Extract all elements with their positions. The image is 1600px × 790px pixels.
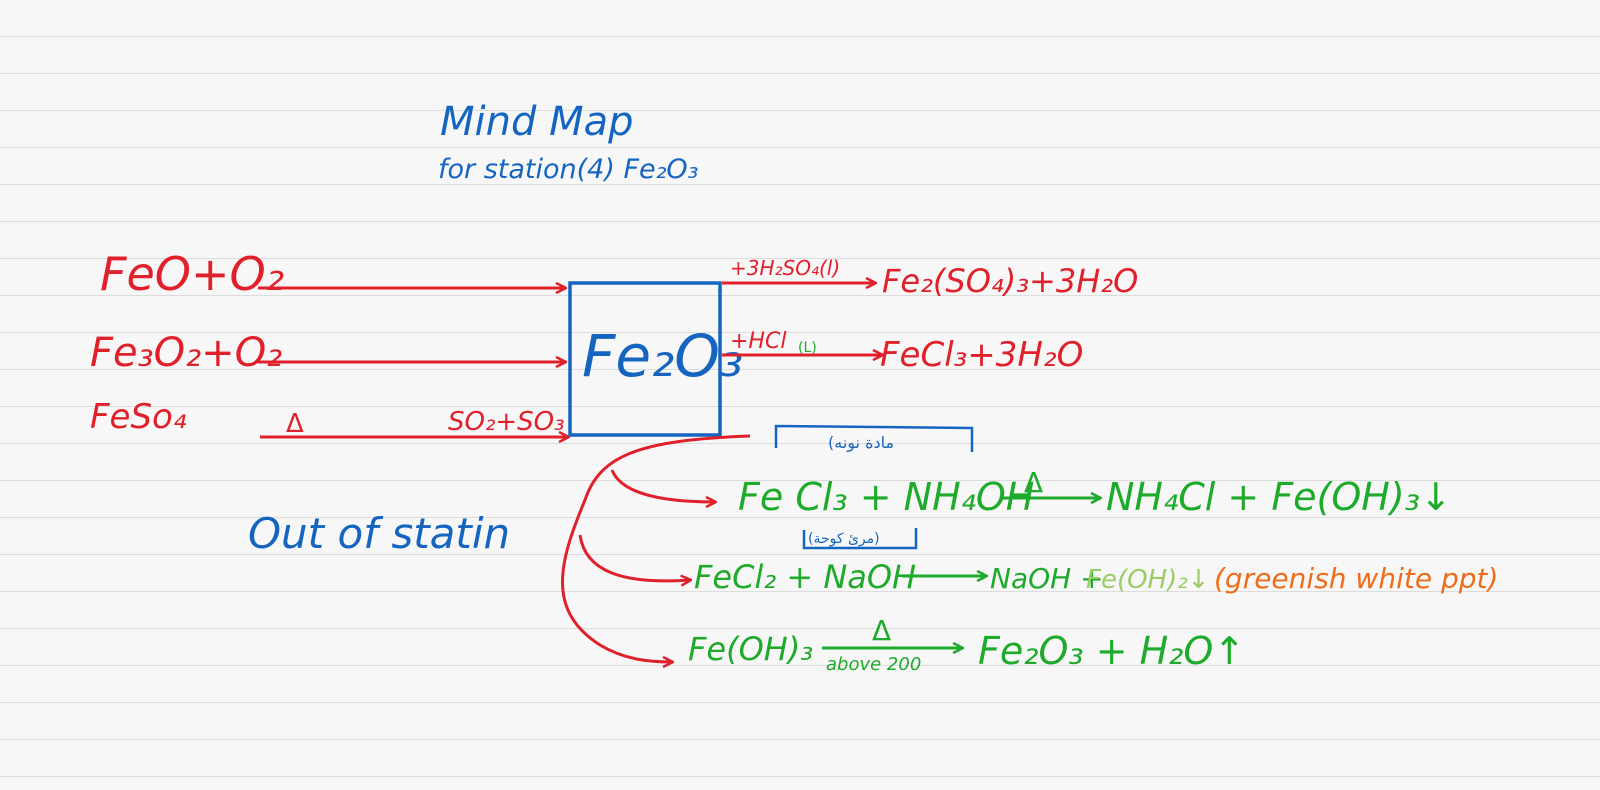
delta-condition: Δ: [286, 409, 304, 439]
reaction-3-condition: Δ: [872, 614, 891, 647]
branch-curve-main: [561, 434, 751, 662]
note-2: (مرئ كوحة): [808, 531, 880, 547]
note-1: (مادة نونه: [828, 433, 894, 453]
reaction-2-products: NaOH +: [990, 562, 1104, 595]
reaction-3-reactants: Fe(OH)₃: [688, 630, 813, 668]
reaction-1-reactants: Fe Cl₃ + NH₄OH: [738, 475, 1034, 519]
note-bracket-1: [774, 424, 974, 452]
reaction-2-note: (greenish white ppt): [1214, 562, 1498, 595]
so2-so3-label: SO₂+SO₃: [448, 407, 565, 437]
output-2-product: FeCl₃+3H₂O: [880, 335, 1083, 375]
title-line2: for station(4) Fe₂O₃: [438, 154, 699, 185]
reaction-3-condition-below: above 200: [826, 654, 921, 675]
output-2-state: (L): [798, 340, 817, 356]
title-line1: Mind Map: [440, 99, 634, 145]
reaction-1-condition: Δ: [1024, 466, 1043, 499]
branch-curve-2: [578, 534, 690, 581]
output-2-reagent: +HCl: [730, 329, 786, 354]
output-1-product: Fe₂(SO₄)₃+3H₂O: [882, 262, 1138, 300]
center-box: [568, 281, 722, 437]
input-feo-o2: FeO+O₂: [100, 247, 284, 301]
output-1-reagent: +3H₂SO₄(l): [730, 256, 840, 280]
reaction-2-extra: Fe(OH)₂↓: [1086, 565, 1209, 595]
input-fe3o2-o2: Fe₃O₂+O₂: [90, 330, 282, 376]
reaction-2-reactants: FeCl₂ + NaOH: [694, 558, 916, 596]
center-box-label: Fe₂O₃: [582, 322, 743, 390]
reaction-1-products: NH₄Cl + Fe(OH)₃↓: [1106, 475, 1452, 519]
input-feso4: FeSo₄: [90, 397, 187, 437]
out-of-station-label: Out of statin: [248, 509, 510, 558]
note-bracket-2: [802, 528, 918, 550]
reaction-3-products: Fe₂O₃ + H₂O↑: [978, 629, 1245, 673]
branch-curve-1: [610, 469, 715, 502]
